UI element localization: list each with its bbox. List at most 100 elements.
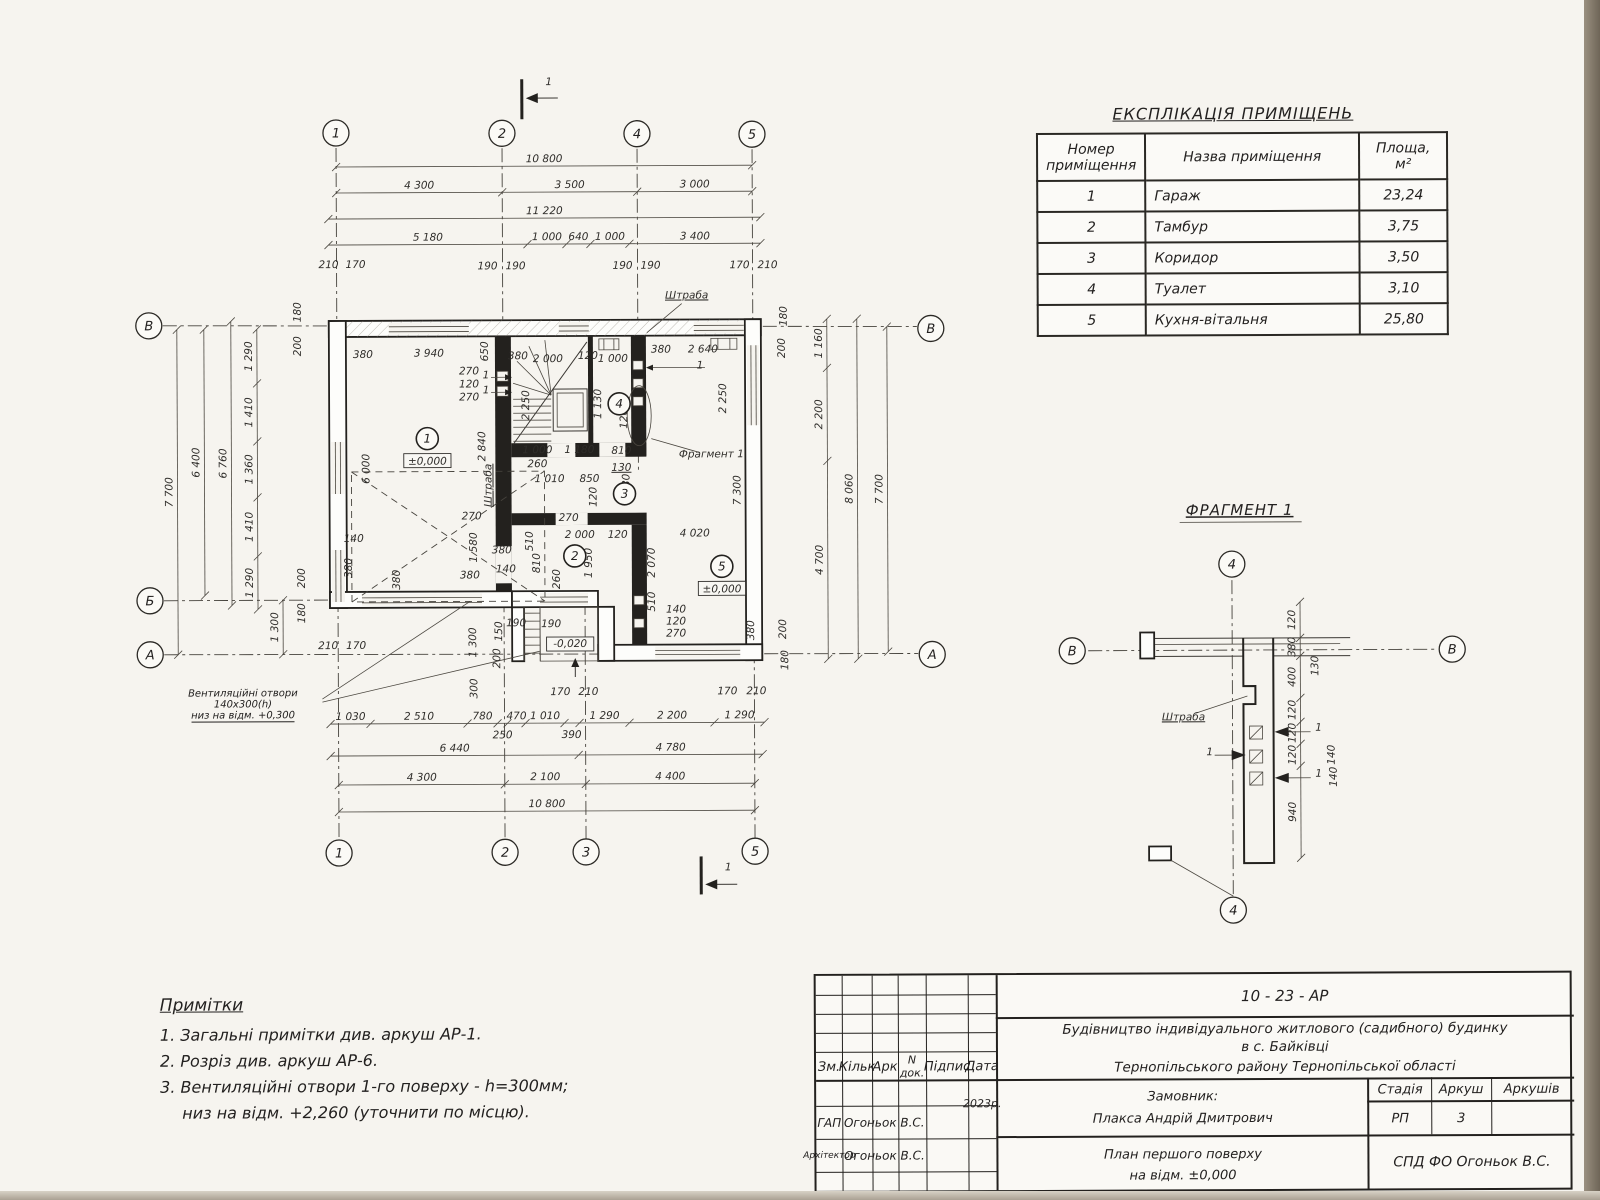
- tb-client-label: Замовник:: [1147, 1088, 1219, 1104]
- tb-sheets-label: Аркушів: [1503, 1081, 1560, 1097]
- dim-label: 190: [505, 260, 525, 272]
- dim-label: 2 840: [476, 431, 488, 461]
- vent-note-line: низ на відм. +0,300: [191, 710, 295, 723]
- dim-label: 2 000: [565, 529, 595, 541]
- dim-label: 810: [611, 445, 631, 457]
- axis-label: Б: [146, 594, 155, 609]
- tb-role-gap: ГАП: [817, 1115, 842, 1130]
- tb-drawing-line2: на відм. ±0,000: [1129, 1167, 1237, 1184]
- axis-circle: [741, 837, 769, 865]
- section-mark-bottom: [699, 856, 738, 895]
- dim-label: 650: [479, 341, 491, 361]
- tb-project-line2: в с. Байківці: [1241, 1038, 1329, 1056]
- dim-label: 2 250: [717, 383, 729, 413]
- dim-label: 180: [778, 306, 790, 326]
- dim-label: 120: [608, 529, 628, 541]
- dim-label: 380: [353, 349, 373, 361]
- dim-label: 380: [508, 350, 528, 362]
- note-item: 3. Вентиляційні отвори 1-го поверху - h=…: [160, 1076, 569, 1097]
- note-item: 1. Загальні примітки див. аркуш АР-1.: [159, 1024, 482, 1045]
- dim-label: 190: [640, 260, 660, 272]
- dim-label: 380: [492, 544, 512, 556]
- dim-label: 1 130: [592, 389, 604, 419]
- axis-circle: [572, 838, 600, 866]
- dim-label: 2 200: [657, 709, 687, 721]
- dim-label: 270: [459, 391, 479, 403]
- axis-label: 1: [335, 846, 343, 861]
- dim-label: 1: [483, 384, 490, 396]
- room-number: 2: [571, 549, 579, 563]
- axis-label: А: [145, 648, 155, 663]
- dim-label: Фрагмент 1: [679, 448, 744, 460]
- dim-label: 1 360: [243, 454, 255, 484]
- dim-label: 170: [717, 685, 737, 697]
- dim-label: 2 200: [813, 399, 825, 429]
- dim-label: 120: [1287, 722, 1299, 742]
- tb-col-data: Дата: [965, 1058, 999, 1074]
- tb-client-name: Плакса Андрій Дмитрович: [1092, 1110, 1273, 1127]
- dim-label: 140: [1328, 766, 1340, 786]
- explication-title: ЕКСПЛІКАЦІЯ ПРИМІЩЕНЬ: [1112, 103, 1354, 124]
- dim-label: 170: [345, 259, 365, 271]
- room-number-circle: [415, 426, 440, 451]
- dim-label: 1 290: [244, 568, 256, 598]
- dim-label: 1 010: [530, 710, 560, 722]
- axis-circle: [1219, 896, 1248, 924]
- axis-label: В: [1068, 644, 1077, 659]
- dim-label: 6 000: [360, 454, 372, 484]
- dim-label: 10 800: [526, 153, 563, 165]
- room-number-circle: [607, 391, 631, 416]
- axis-circle: [136, 587, 164, 615]
- dim-label: 940: [1287, 801, 1299, 821]
- axis-grid: [162, 148, 919, 841]
- dim-label: 4 780: [656, 741, 686, 753]
- room-number: 1: [423, 432, 431, 446]
- tb-col-ark: Арк: [872, 1059, 898, 1075]
- dim-label: 380: [343, 558, 355, 578]
- dim-label: 10 800: [528, 798, 565, 810]
- axis-circle: [135, 312, 163, 340]
- dim-label: 6 440: [440, 742, 470, 754]
- dim-label: 2 640: [688, 343, 718, 355]
- dim-label: 3 940: [414, 348, 444, 360]
- explication-header-row: Номер приміщення Назва приміщення Площа,…: [1036, 132, 1448, 181]
- axis-label: А: [927, 648, 937, 663]
- dim-label: 4 700: [814, 545, 826, 575]
- dim-label: 510: [524, 531, 536, 551]
- dim-label: 140: [496, 563, 516, 575]
- tb-col-pidpys: Підпис: [923, 1058, 971, 1074]
- tb-name-architect: Огоньок В.С.: [844, 1147, 925, 1163]
- room-number-circle: [563, 544, 587, 568]
- elevation-box: [546, 636, 595, 652]
- dim-label: 1 030: [335, 711, 365, 723]
- dim-label: 200: [296, 568, 308, 588]
- dim-label: 200: [491, 648, 503, 668]
- dim-label: 130: [1309, 655, 1321, 675]
- dim-label: 300: [468, 678, 480, 698]
- axis-circle: [488, 119, 516, 147]
- explication-table: Номер приміщення Назва приміщення Площа,…: [1035, 131, 1449, 337]
- dim-label: 1 290: [724, 709, 754, 721]
- dim-label: 1: [1206, 746, 1213, 758]
- axis-label: 3: [582, 845, 590, 860]
- dim-label: 390: [562, 729, 582, 741]
- dim-label: 180: [296, 603, 308, 623]
- top-windows: [388, 321, 744, 335]
- dim-label: 1 180: [564, 444, 594, 456]
- axis-circle: [738, 120, 766, 148]
- dim-label: 380: [1286, 636, 1298, 656]
- dim-label: 140: [1326, 744, 1338, 764]
- dim-label: 170: [346, 640, 366, 652]
- dim-label: 1 290: [589, 710, 619, 722]
- dim-label: ФРАГМЕНТ 1: [1186, 501, 1294, 519]
- vent-note-line: 140х300(h): [213, 699, 273, 711]
- dim-label: 2 100: [530, 771, 560, 783]
- dim-label: 1 290: [243, 341, 255, 371]
- dim-label: Штраба: [1162, 711, 1205, 723]
